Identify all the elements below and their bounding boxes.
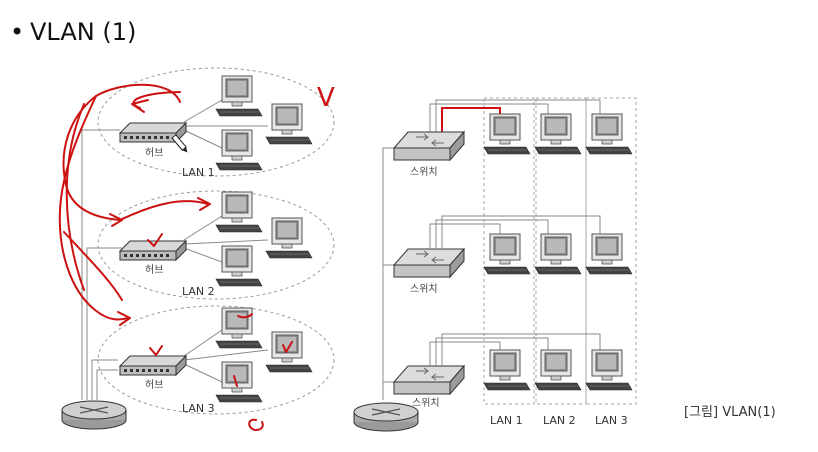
router-right xyxy=(353,402,419,432)
pc xyxy=(215,75,263,117)
lan3-boundary xyxy=(97,305,335,415)
pc xyxy=(265,103,313,145)
annotation-curve xyxy=(131,91,181,113)
left-lan-label-1: LAN 1 xyxy=(182,166,215,179)
pc xyxy=(534,349,582,391)
figure-caption: [그림] VLAN(1) xyxy=(684,405,776,420)
annotation-curve xyxy=(65,103,85,291)
checkmark xyxy=(282,341,293,353)
annotation-curve xyxy=(119,197,211,221)
pc xyxy=(534,113,582,155)
pc xyxy=(215,129,263,171)
annotation-curve xyxy=(62,83,181,221)
pc xyxy=(265,217,313,259)
hub-label-1: 허브 xyxy=(145,147,163,159)
right-lan-label-3: LAN 3 xyxy=(595,414,628,427)
pc xyxy=(483,349,531,391)
annotation-arrowhead xyxy=(117,311,131,326)
left-diagram: 허브 허브 허브 LAN 1 LAN 2 LAN 3 xyxy=(61,67,335,430)
switch-label-3: 스위치 xyxy=(412,396,440,409)
highlight-link xyxy=(441,107,501,132)
pen-annotations xyxy=(58,83,293,431)
pc xyxy=(585,233,633,275)
annotation-curve xyxy=(248,418,264,431)
lan1-boundary xyxy=(97,67,335,177)
right-lan-label-2: LAN 2 xyxy=(543,414,576,427)
switch-2 xyxy=(393,248,465,278)
right-lan-label-1: LAN 1 xyxy=(490,414,523,427)
annotation-curve xyxy=(233,375,238,387)
pc xyxy=(215,245,263,287)
annotation-curve xyxy=(237,313,253,319)
pc xyxy=(585,113,633,155)
switch-1 xyxy=(393,131,465,161)
router-left xyxy=(61,400,127,430)
switch-label-1: 스위치 xyxy=(410,165,438,178)
v-mark: V xyxy=(317,83,335,113)
pc xyxy=(534,233,582,275)
title-text: VLAN (1) xyxy=(30,18,137,46)
pc xyxy=(483,113,531,155)
pc xyxy=(265,331,313,373)
lan2-boundary xyxy=(97,190,335,300)
switch-3 xyxy=(393,365,465,395)
pc xyxy=(483,233,531,275)
pen-cursor-icon xyxy=(171,134,188,153)
lan2-column xyxy=(535,97,587,405)
hub-label-3: 허브 xyxy=(145,379,163,391)
checkmark xyxy=(149,345,163,356)
pc xyxy=(215,191,263,233)
left-lan-label-2: LAN 2 xyxy=(182,285,215,298)
pc xyxy=(215,307,263,349)
hub-3 xyxy=(119,355,187,376)
right-diagram: 스위치 스위치 스위치 LAN 1 LAN 2 LAN 3 xyxy=(353,97,637,432)
hub-label-2: 허브 xyxy=(145,264,163,276)
lan1-column xyxy=(483,97,535,405)
pc xyxy=(215,361,263,403)
checkmark xyxy=(147,233,163,247)
slide-title: •VLAN (1) xyxy=(10,18,136,46)
annotation-curve xyxy=(58,95,129,321)
lan3-column xyxy=(585,97,637,405)
annotation-curve xyxy=(63,231,123,301)
left-lan-label-3: LAN 3 xyxy=(182,402,215,415)
bullet: • xyxy=(10,18,25,46)
pc xyxy=(585,349,633,391)
switch-label-2: 스위치 xyxy=(410,282,438,295)
